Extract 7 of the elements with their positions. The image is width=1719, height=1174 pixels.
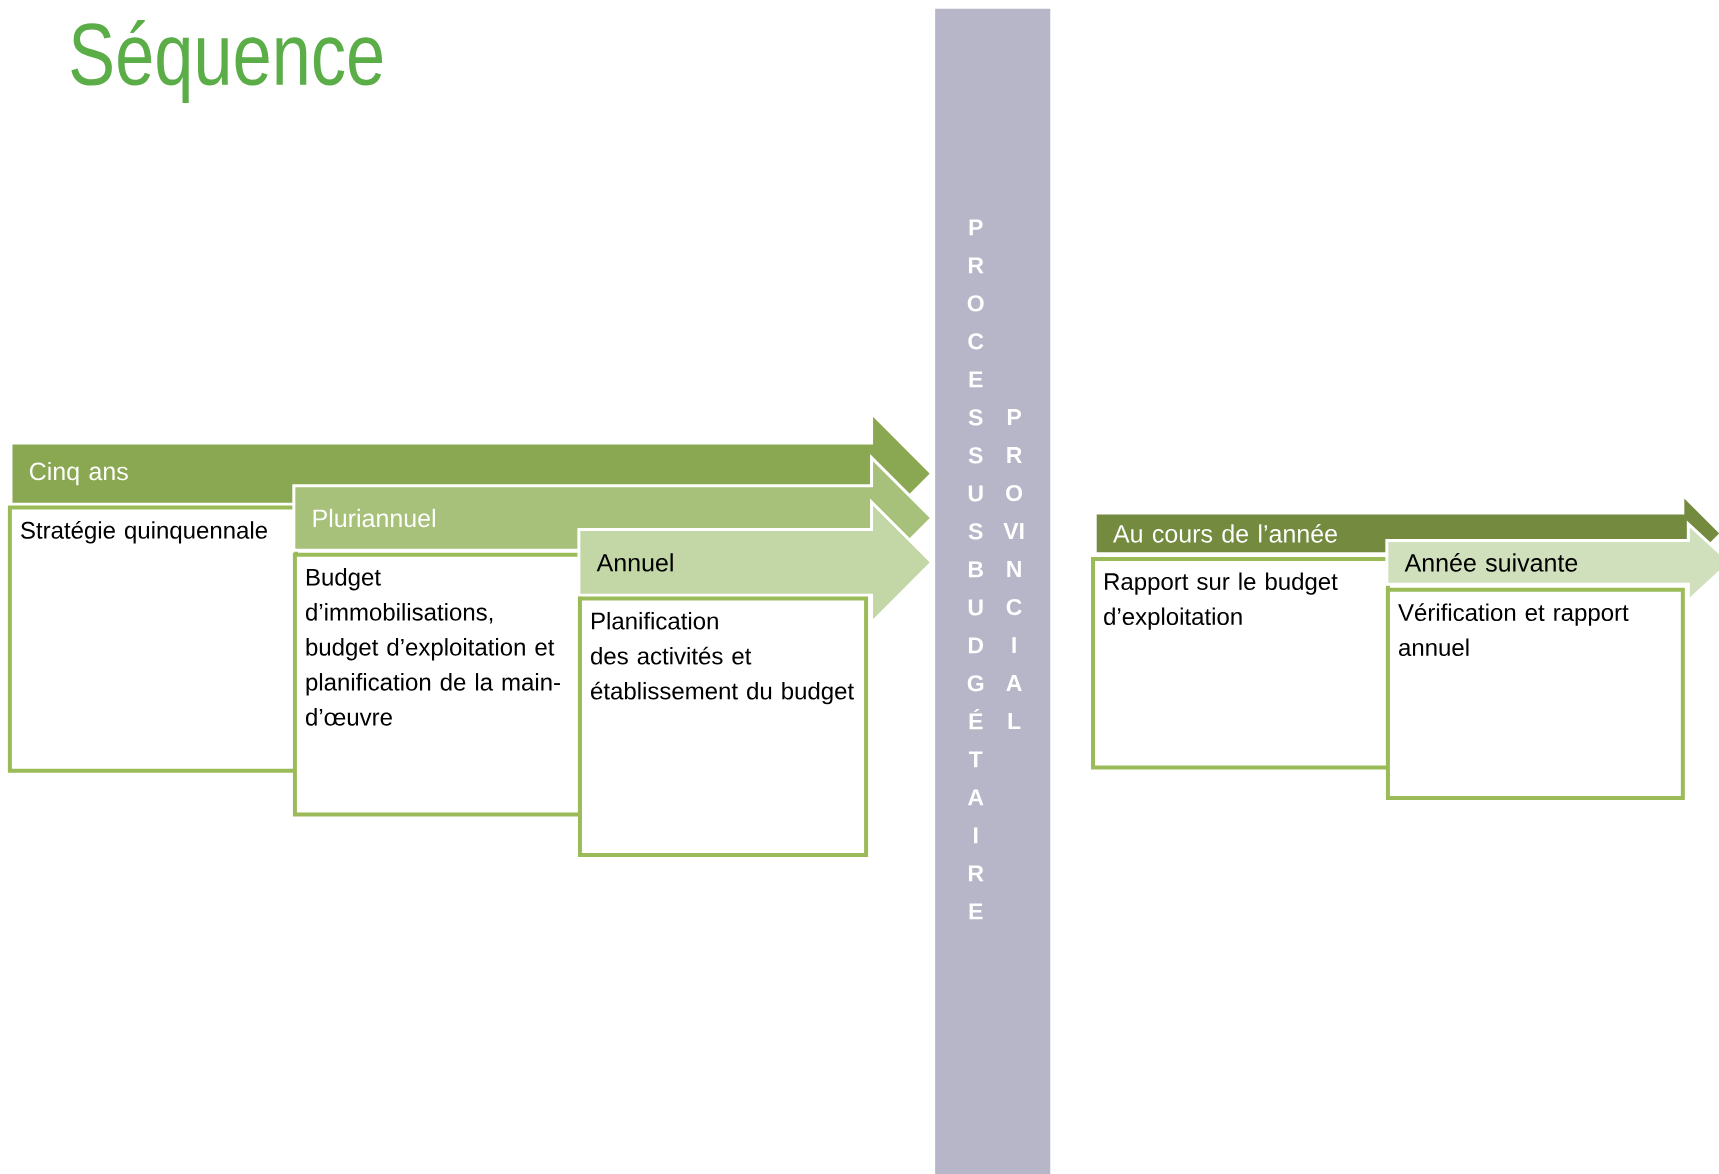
text-box: Planification des activités et établissement du budget — [577, 596, 869, 858]
vertical-band: PROCESSUS BUDGÉTAIRE PROVINCIAL — [935, 8, 1051, 1174]
text-box: Rapport sur le budget d’exploitation — [1091, 557, 1390, 770]
title: Séquence — [71, 19, 383, 103]
text-box: Stratégie quinquennale — [7, 505, 298, 773]
text-box: Budget d’immobilisations, budget d’exploitation et planification de la main-d’œuvre — [292, 552, 582, 817]
text-box: Vérification et rapport annuel — [1385, 587, 1685, 801]
